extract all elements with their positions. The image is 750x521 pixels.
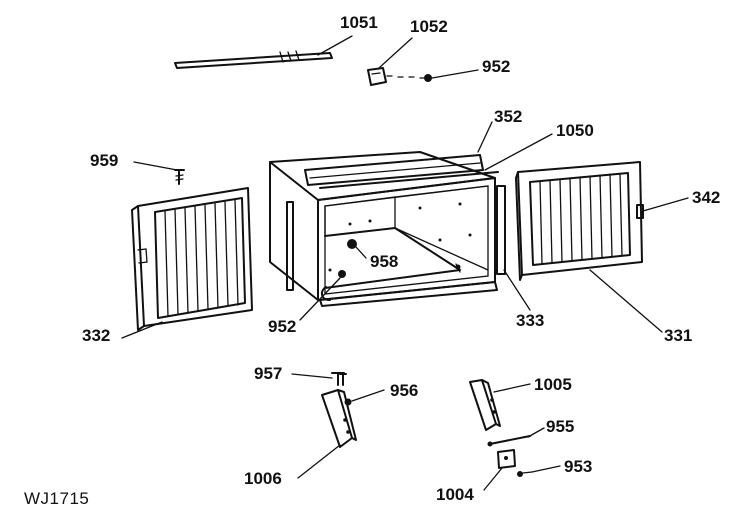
leader-lines (121, 35, 689, 491)
callout-1006: 1006 (244, 469, 282, 488)
part-1004-clip (497, 449, 516, 469)
callout-331: 331 (664, 326, 693, 345)
part-953-screw (517, 471, 533, 477)
callout-952-top: 952 (482, 57, 511, 76)
part-1052-bracket (367, 67, 387, 86)
callout-342: 342 (692, 188, 721, 207)
part-957-screw (331, 372, 347, 386)
callout-1050: 1050 (556, 121, 594, 140)
callout-959: 959 (90, 151, 119, 170)
part-352-top-rail (304, 154, 484, 186)
callout-953: 953 (564, 457, 593, 476)
callout-352: 352 (494, 107, 523, 126)
part-1051-rod (174, 50, 333, 69)
part-1005-bracket (469, 379, 501, 431)
part-cabinet-case (269, 151, 498, 307)
callout-1004: 1004 (436, 485, 474, 504)
callout-1052: 1052 (410, 17, 448, 36)
part-959-screw (174, 169, 185, 185)
callout-332: 332 (82, 326, 111, 345)
part-1050-top-strip (319, 171, 499, 189)
callout-956: 956 (390, 381, 419, 400)
part-1006-bracket (321, 389, 357, 448)
part-955-pin (487, 435, 531, 447)
callout-957: 957 (254, 364, 283, 383)
part-332-left-panel (131, 187, 253, 331)
callout-333: 333 (516, 311, 545, 330)
drawing-code: WJ1715 (24, 489, 90, 508)
callout-958: 958 (370, 252, 399, 271)
part-331-right-panel (515, 161, 644, 281)
callout-1005: 1005 (534, 375, 572, 394)
part-952-screw-top (386, 74, 432, 82)
part-333-strip (496, 185, 506, 275)
callout-1051: 1051 (340, 13, 378, 32)
callout-955: 955 (546, 417, 575, 436)
callout-952-inner: 952 (268, 317, 297, 336)
